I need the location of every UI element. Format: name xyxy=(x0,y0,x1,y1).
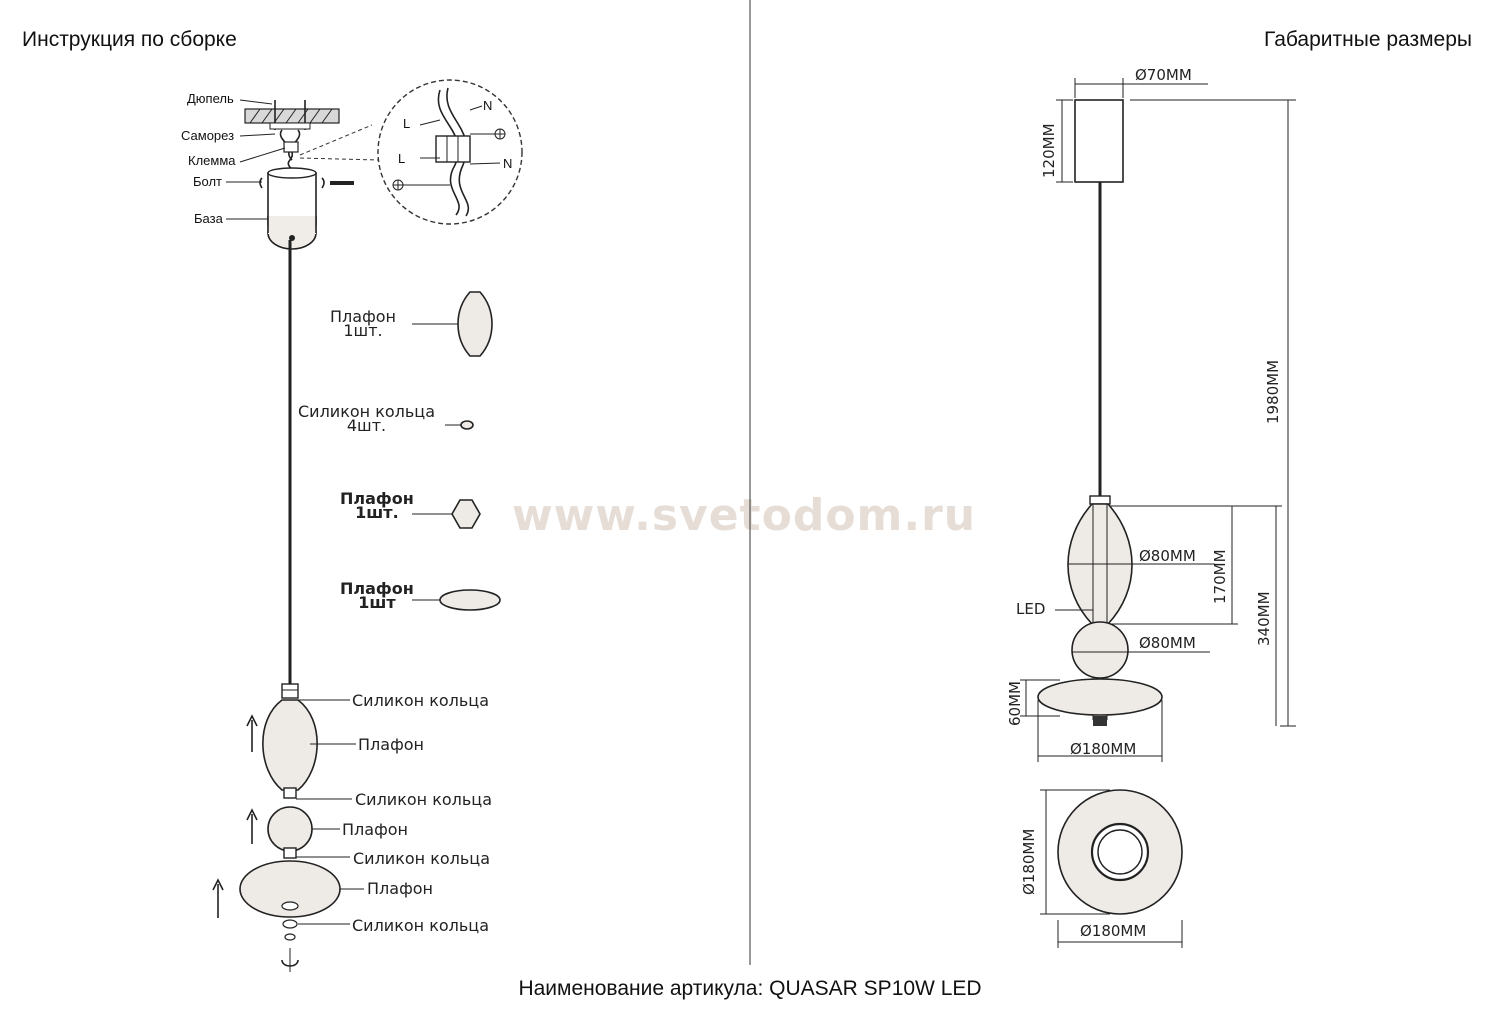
dim-canopy xyxy=(1056,78,1208,183)
dim-led-label: LED xyxy=(1016,600,1046,618)
assembled-stack xyxy=(239,683,341,972)
terminal-block xyxy=(279,129,301,173)
part-silicone-rings xyxy=(445,420,474,430)
label-bolt: Болт xyxy=(193,174,223,189)
wire-n-2: N xyxy=(503,156,513,171)
part-1-qty: 1шт. xyxy=(343,321,383,340)
label-dowel: Дюпель xyxy=(187,91,234,106)
label-terminal: Клемма xyxy=(188,153,236,168)
dim-canopy-height: 120MM xyxy=(1040,123,1058,178)
part-3-label: Плафон 1шт. xyxy=(340,489,414,522)
dim-upper-diameter: Ø80MM xyxy=(1139,547,1196,565)
dim-leaders-right xyxy=(1020,505,1282,762)
wiring-detail xyxy=(299,79,523,225)
stack-label-ring-4: Силикон кольца xyxy=(352,916,489,935)
part-4-label: Плафон 1шт xyxy=(340,579,414,612)
dim-fixture xyxy=(1037,495,1163,726)
part-1-name: Плафон xyxy=(330,307,396,326)
screws xyxy=(269,100,311,130)
dim-upper-height: 170MM xyxy=(1211,549,1229,604)
dim-top-view-bottom: Ø180MM xyxy=(1080,922,1147,940)
dim-total-height-label: 1980MM xyxy=(1264,359,1282,424)
label-base: База xyxy=(194,211,223,226)
stack-label-ring-3: Силикон кольца xyxy=(353,849,490,868)
left-panel-title: Инструкция по сборке xyxy=(22,28,237,51)
stack-leaders xyxy=(296,699,364,925)
part-disc-shade xyxy=(412,589,501,611)
dim-total-height xyxy=(1130,99,1296,727)
stack-label-shade-3: Плафон xyxy=(367,879,433,898)
watermark: www.svetodom.ru xyxy=(512,490,977,541)
part-3-name: Плафон xyxy=(340,489,414,508)
stack-label-shade-2: Плафон xyxy=(342,820,408,839)
stack-label-ring-1: Силикон кольца xyxy=(352,691,489,710)
right-panel-title: Габаритные размеры xyxy=(1264,28,1472,51)
assembly-arrows xyxy=(212,714,258,918)
part-3-qty: 1шт. xyxy=(355,503,399,522)
article-name: Наименование артикула: QUASAR SP10W LED xyxy=(518,977,982,1000)
part-elongated-shade xyxy=(412,291,493,357)
dim-top-view-side: Ø180MM xyxy=(1020,828,1038,895)
wire-l-1: L xyxy=(403,116,411,131)
wire-n-1: N xyxy=(483,98,493,113)
dim-top-view xyxy=(1040,789,1183,948)
dim-canopy-diameter: Ø70MM xyxy=(1135,66,1192,84)
part-4-qty: 1шт xyxy=(358,593,396,612)
dim-shade-height: 340MM xyxy=(1255,591,1273,646)
dim-ball-diameter: Ø80MM xyxy=(1139,634,1196,652)
mount-leaders xyxy=(226,99,286,220)
dim-disc-height: 60MM xyxy=(1006,681,1024,726)
part-2-name: Силикон кольца xyxy=(298,402,435,421)
label-screw: Саморез xyxy=(181,128,235,143)
part-1-label: Плафон 1шт. xyxy=(330,307,396,340)
part-ball-shade xyxy=(412,499,481,529)
canopy-base xyxy=(267,167,317,250)
part-4-name: Плафон xyxy=(340,579,414,598)
dim-disc-diameter: Ø180MM xyxy=(1070,740,1137,758)
stack-label-ring-2: Силикон кольца xyxy=(355,790,492,809)
part-2-qty: 4шт. xyxy=(346,416,387,435)
part-2-label: Силикон кольца 4шт. xyxy=(298,402,435,435)
ceiling-plate xyxy=(244,108,340,124)
stack-label-shade-1: Плафон xyxy=(358,735,424,754)
wire-l-2: L xyxy=(398,151,406,166)
